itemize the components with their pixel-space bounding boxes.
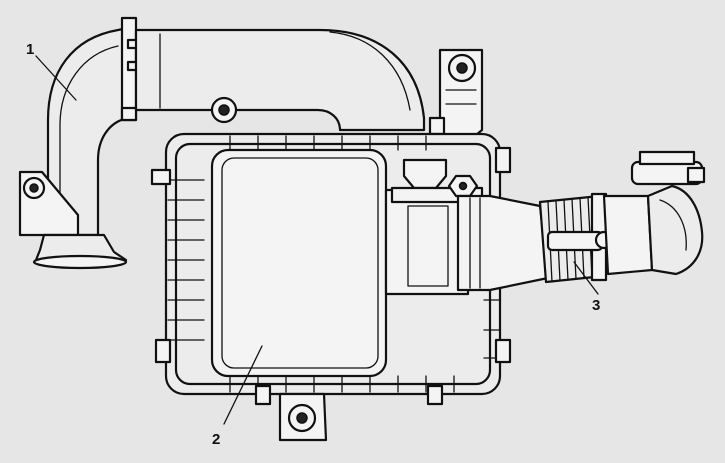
air-filter-housing	[150, 48, 512, 442]
callout-1: 1	[26, 41, 77, 101]
callout-label-3: 3	[592, 297, 600, 314]
outlet-hose	[456, 150, 706, 292]
callout-2: 2	[212, 345, 263, 448]
callout-3: 3	[573, 261, 600, 314]
intake-duct	[18, 16, 426, 270]
callout-label-1: 1	[26, 41, 34, 58]
callout-label-2: 2	[212, 431, 220, 448]
